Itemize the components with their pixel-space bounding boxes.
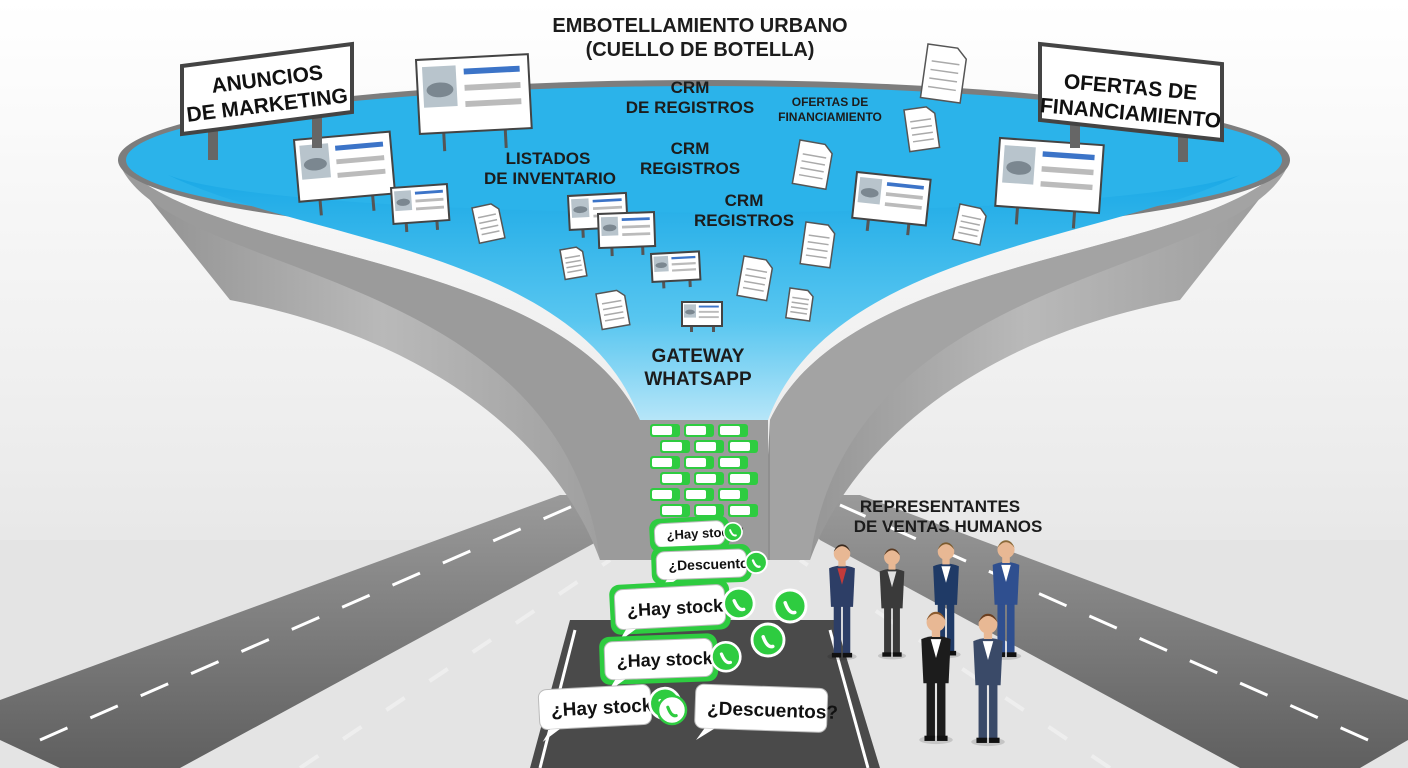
person-icon [971,613,1005,747]
inventory-label-line2: DE INVENTARIO [484,169,616,188]
message-text: ¿Hay stock? [616,648,724,672]
mini-message-bubble [684,488,714,501]
car-icon [1006,161,1032,175]
crm-label-3-line1: CRM [725,191,764,210]
billboard-icon [389,183,451,233]
title-line2: (CUELLO DE BOTELLA) [586,39,815,61]
car-icon [303,158,327,171]
inventory-label-line1: LISTADOS [506,149,591,168]
car-icon [396,198,410,206]
whatsapp-icon [722,521,743,542]
person-icon [919,611,953,745]
billboard-icon [681,301,723,332]
whatsapp-icon [722,586,756,621]
document-icon [951,203,987,246]
gateway-label-line2: WHATSAPP [644,369,752,390]
person-icon [877,548,907,660]
crm-label-1-line1: CRM [671,78,710,97]
crm-label-3-line2: REGISTROS [694,211,794,230]
document-icon [791,139,833,191]
car-icon [602,224,617,232]
mini-message-bubble [650,456,680,469]
whatsapp-icon [772,588,808,624]
financing-label-small-line2: FINANCIAMIENTO [778,110,882,124]
billboard-financing: OFERTAS DE FINANCIAMIENTO [1038,41,1224,162]
sales-reps-label-line1: REPRESENTANTES [860,497,1020,516]
crm-label-2-line2: REGISTROS [640,159,740,178]
document-icon [471,203,506,245]
mini-message-bubble [694,440,724,453]
message-text: ¿Descuentos? [707,698,839,724]
sales-reps-label-line2: DE VENTAS HUMANOS [854,517,1043,536]
car-icon [860,188,879,198]
car-icon [426,82,454,98]
funnel-content [292,43,1105,332]
mini-message-bubble [728,440,758,453]
whatsapp-icon [750,622,786,658]
mini-message-bubble [684,456,714,469]
document-icon [919,43,968,104]
document-icon [595,289,631,331]
billboard-icon [414,53,533,152]
mini-message-bubble [660,440,690,453]
mini-message-bubble [728,504,758,517]
gateway-label-line1: GATEWAY [652,346,745,367]
car-icon [573,206,588,214]
billboard-icon [851,170,932,236]
document-icon [736,255,774,302]
billboard-icon [994,136,1105,229]
message-bubble: ¿Descuentos? [694,683,839,741]
billboard-icon [649,250,702,289]
message-bubble: ¿Descuentos? [651,544,768,592]
car-icon [685,309,695,315]
mini-message-bubble [694,504,724,517]
whatsapp-icon [744,550,768,575]
car-icon [655,262,667,269]
mini-message-bubble [718,456,748,469]
billboard-marketing: ANUNCIOS DE MARKETING [180,41,354,160]
mini-message-bubble [650,488,680,501]
mini-message-bubble [718,424,748,437]
whatsapp-icon [710,641,742,673]
document-icon [784,287,814,322]
mini-message-bubble [728,472,758,485]
mini-message-bubble [694,472,724,485]
document-icon [559,246,588,281]
whatsapp-icon [656,694,688,726]
sales-reps-group [827,540,1022,747]
document-icon [903,106,941,153]
mini-message-bubble [660,472,690,485]
crm-label-1-line2: DE REGISTROS [626,98,754,117]
mini-message-bubble [650,424,680,437]
title-line1: EMBOTELLAMIENTO URBANO [552,15,847,37]
mini-message-bubble [684,424,714,437]
mini-message-bubble [718,488,748,501]
financing-label-small-line1: OFERTAS DE [792,95,868,109]
billboard-icon [596,211,657,257]
document-icon [799,221,836,269]
person-icon [990,540,1022,660]
person-icon [827,544,857,661]
crm-label-2-line1: CRM [671,139,710,158]
mini-message-bubble [660,504,690,517]
message-bubble: ¿Hay stock? [599,633,742,692]
whatsapp-message-pile: ¿Hay stock?¿Descuentos?¿Hay stock?¿Hay s… [537,424,839,742]
billboard-icon [292,130,397,216]
message-text: ¿Descuentos? [668,554,765,573]
